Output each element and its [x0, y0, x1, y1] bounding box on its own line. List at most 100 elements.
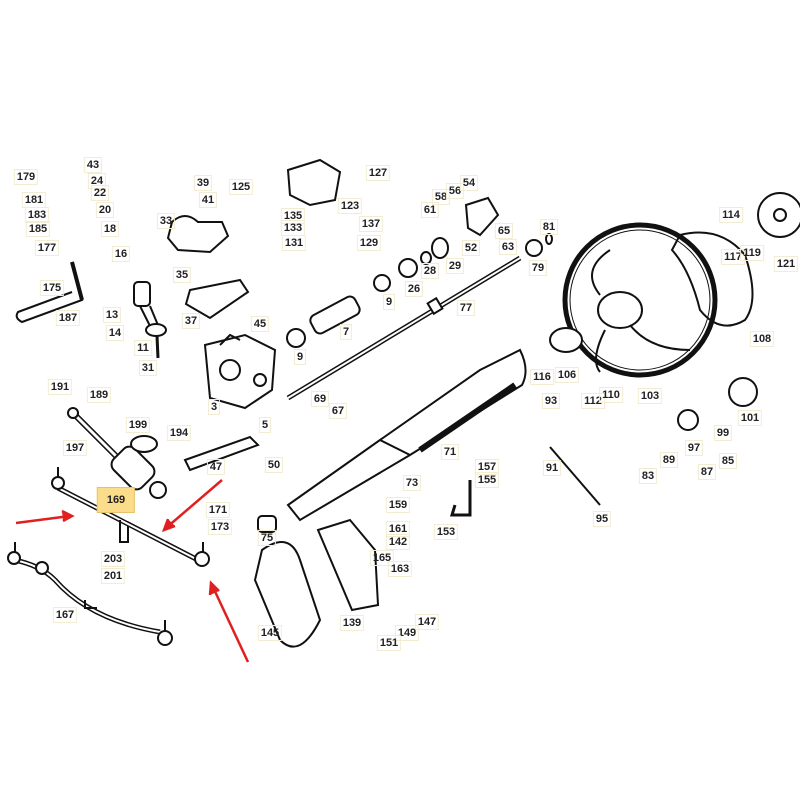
part-label: 61	[420, 202, 440, 218]
tie-rod-part	[51, 467, 210, 567]
part-label: 142	[385, 534, 411, 550]
lever-part	[549, 446, 601, 506]
part-label: 155	[474, 472, 500, 488]
part-label: 3	[207, 399, 221, 415]
part-label: 71	[440, 444, 460, 460]
part-label: 175	[39, 280, 65, 296]
part-label: 75	[257, 530, 277, 546]
part-label: 194	[166, 425, 192, 441]
part-label: 159	[385, 497, 411, 513]
bushing-part	[257, 515, 277, 533]
part-label: 131	[281, 235, 307, 251]
ring-part	[728, 377, 758, 407]
steering-wheel-part	[562, 222, 718, 378]
part-label: 11	[134, 340, 152, 356]
part-label: 13	[102, 307, 122, 323]
part-label: 181	[21, 192, 47, 208]
drop-arm-part	[183, 435, 260, 472]
part-label: 67	[328, 403, 348, 419]
part-label: 93	[541, 393, 561, 409]
part-label: 99	[713, 425, 733, 441]
part-label: 56	[445, 183, 465, 199]
steering-damper-part	[67, 407, 167, 499]
highlighted-part-label[interactable]: 169	[96, 487, 136, 513]
part-label: 187	[55, 310, 81, 326]
part-label: 26	[404, 281, 424, 297]
drag-link-part	[7, 542, 173, 646]
part-label: 35	[172, 267, 192, 283]
part-label: 28	[420, 263, 440, 279]
cover-part	[166, 215, 230, 254]
part-label: 69	[310, 391, 330, 407]
part-label: 127	[365, 165, 391, 181]
idler-arm-part	[133, 281, 167, 359]
part-label: 145	[257, 625, 283, 641]
part-label: 171	[205, 502, 231, 518]
part-label: 121	[773, 256, 799, 272]
part-label: 85	[718, 453, 738, 469]
part-label: 18	[100, 221, 120, 237]
part-label: 137	[358, 216, 384, 232]
cover-plate-part	[253, 541, 322, 648]
part-label: 20	[95, 202, 115, 218]
part-label: 165	[369, 550, 395, 566]
part-label: 54	[459, 175, 479, 191]
part-label: 16	[111, 246, 131, 262]
steering-gearbox-part	[203, 333, 277, 410]
part-label: 147	[414, 614, 440, 630]
part-label: 33	[156, 213, 176, 229]
switch-part	[549, 327, 583, 353]
steering-shaft-part	[286, 255, 522, 401]
part-label: 197	[62, 440, 88, 456]
part-label: 112	[581, 393, 605, 409]
part-label: 108	[749, 331, 775, 347]
part-label: 151	[376, 635, 402, 651]
part-label: 149	[394, 625, 420, 641]
part-label: 139	[339, 615, 365, 631]
part-label: 87	[697, 464, 717, 480]
part-label: 191	[47, 379, 73, 395]
control-valve-part	[286, 233, 553, 348]
part-label: 50	[264, 457, 284, 473]
part-label: 203	[100, 551, 126, 567]
part-label: 157	[474, 459, 500, 475]
part-label: 173	[207, 519, 233, 535]
part-label: 167	[52, 607, 78, 623]
part-label: 31	[138, 360, 158, 376]
valve-block-part	[464, 196, 500, 237]
part-label: 179	[13, 169, 39, 185]
pump-part	[286, 158, 342, 207]
red-arrows	[15, 479, 250, 663]
part-label: 185	[25, 221, 51, 237]
part-label: 7	[339, 324, 353, 340]
part-label: 129	[356, 235, 382, 251]
part-label: 114	[719, 207, 743, 223]
part-label: 116	[530, 369, 554, 385]
part-label: 201	[100, 568, 126, 584]
part-label: 83	[638, 468, 658, 484]
part-label: 189	[86, 387, 112, 403]
part-label: 125	[228, 179, 254, 195]
part-label: 9	[293, 349, 307, 365]
part-label: 97	[684, 440, 704, 456]
part-label: 39	[193, 175, 213, 191]
part-label: 14	[105, 325, 125, 341]
part-label: 163	[387, 561, 413, 577]
part-label: 106	[554, 367, 580, 383]
part-label: 58	[431, 189, 451, 205]
horn-ring-part	[670, 231, 754, 327]
part-label: 24	[87, 173, 107, 189]
part-label: 199	[125, 417, 151, 433]
part-label: 91	[542, 460, 562, 476]
part-label: 135	[280, 208, 306, 224]
part-label: 89	[659, 452, 679, 468]
part-label: 73	[402, 475, 422, 491]
part-label: 79	[528, 260, 548, 276]
contact-part	[677, 409, 699, 431]
part-label: 29	[445, 258, 465, 274]
part-label: 65	[494, 223, 514, 239]
part-label: 103	[637, 388, 663, 404]
part-label: 153	[433, 524, 459, 540]
